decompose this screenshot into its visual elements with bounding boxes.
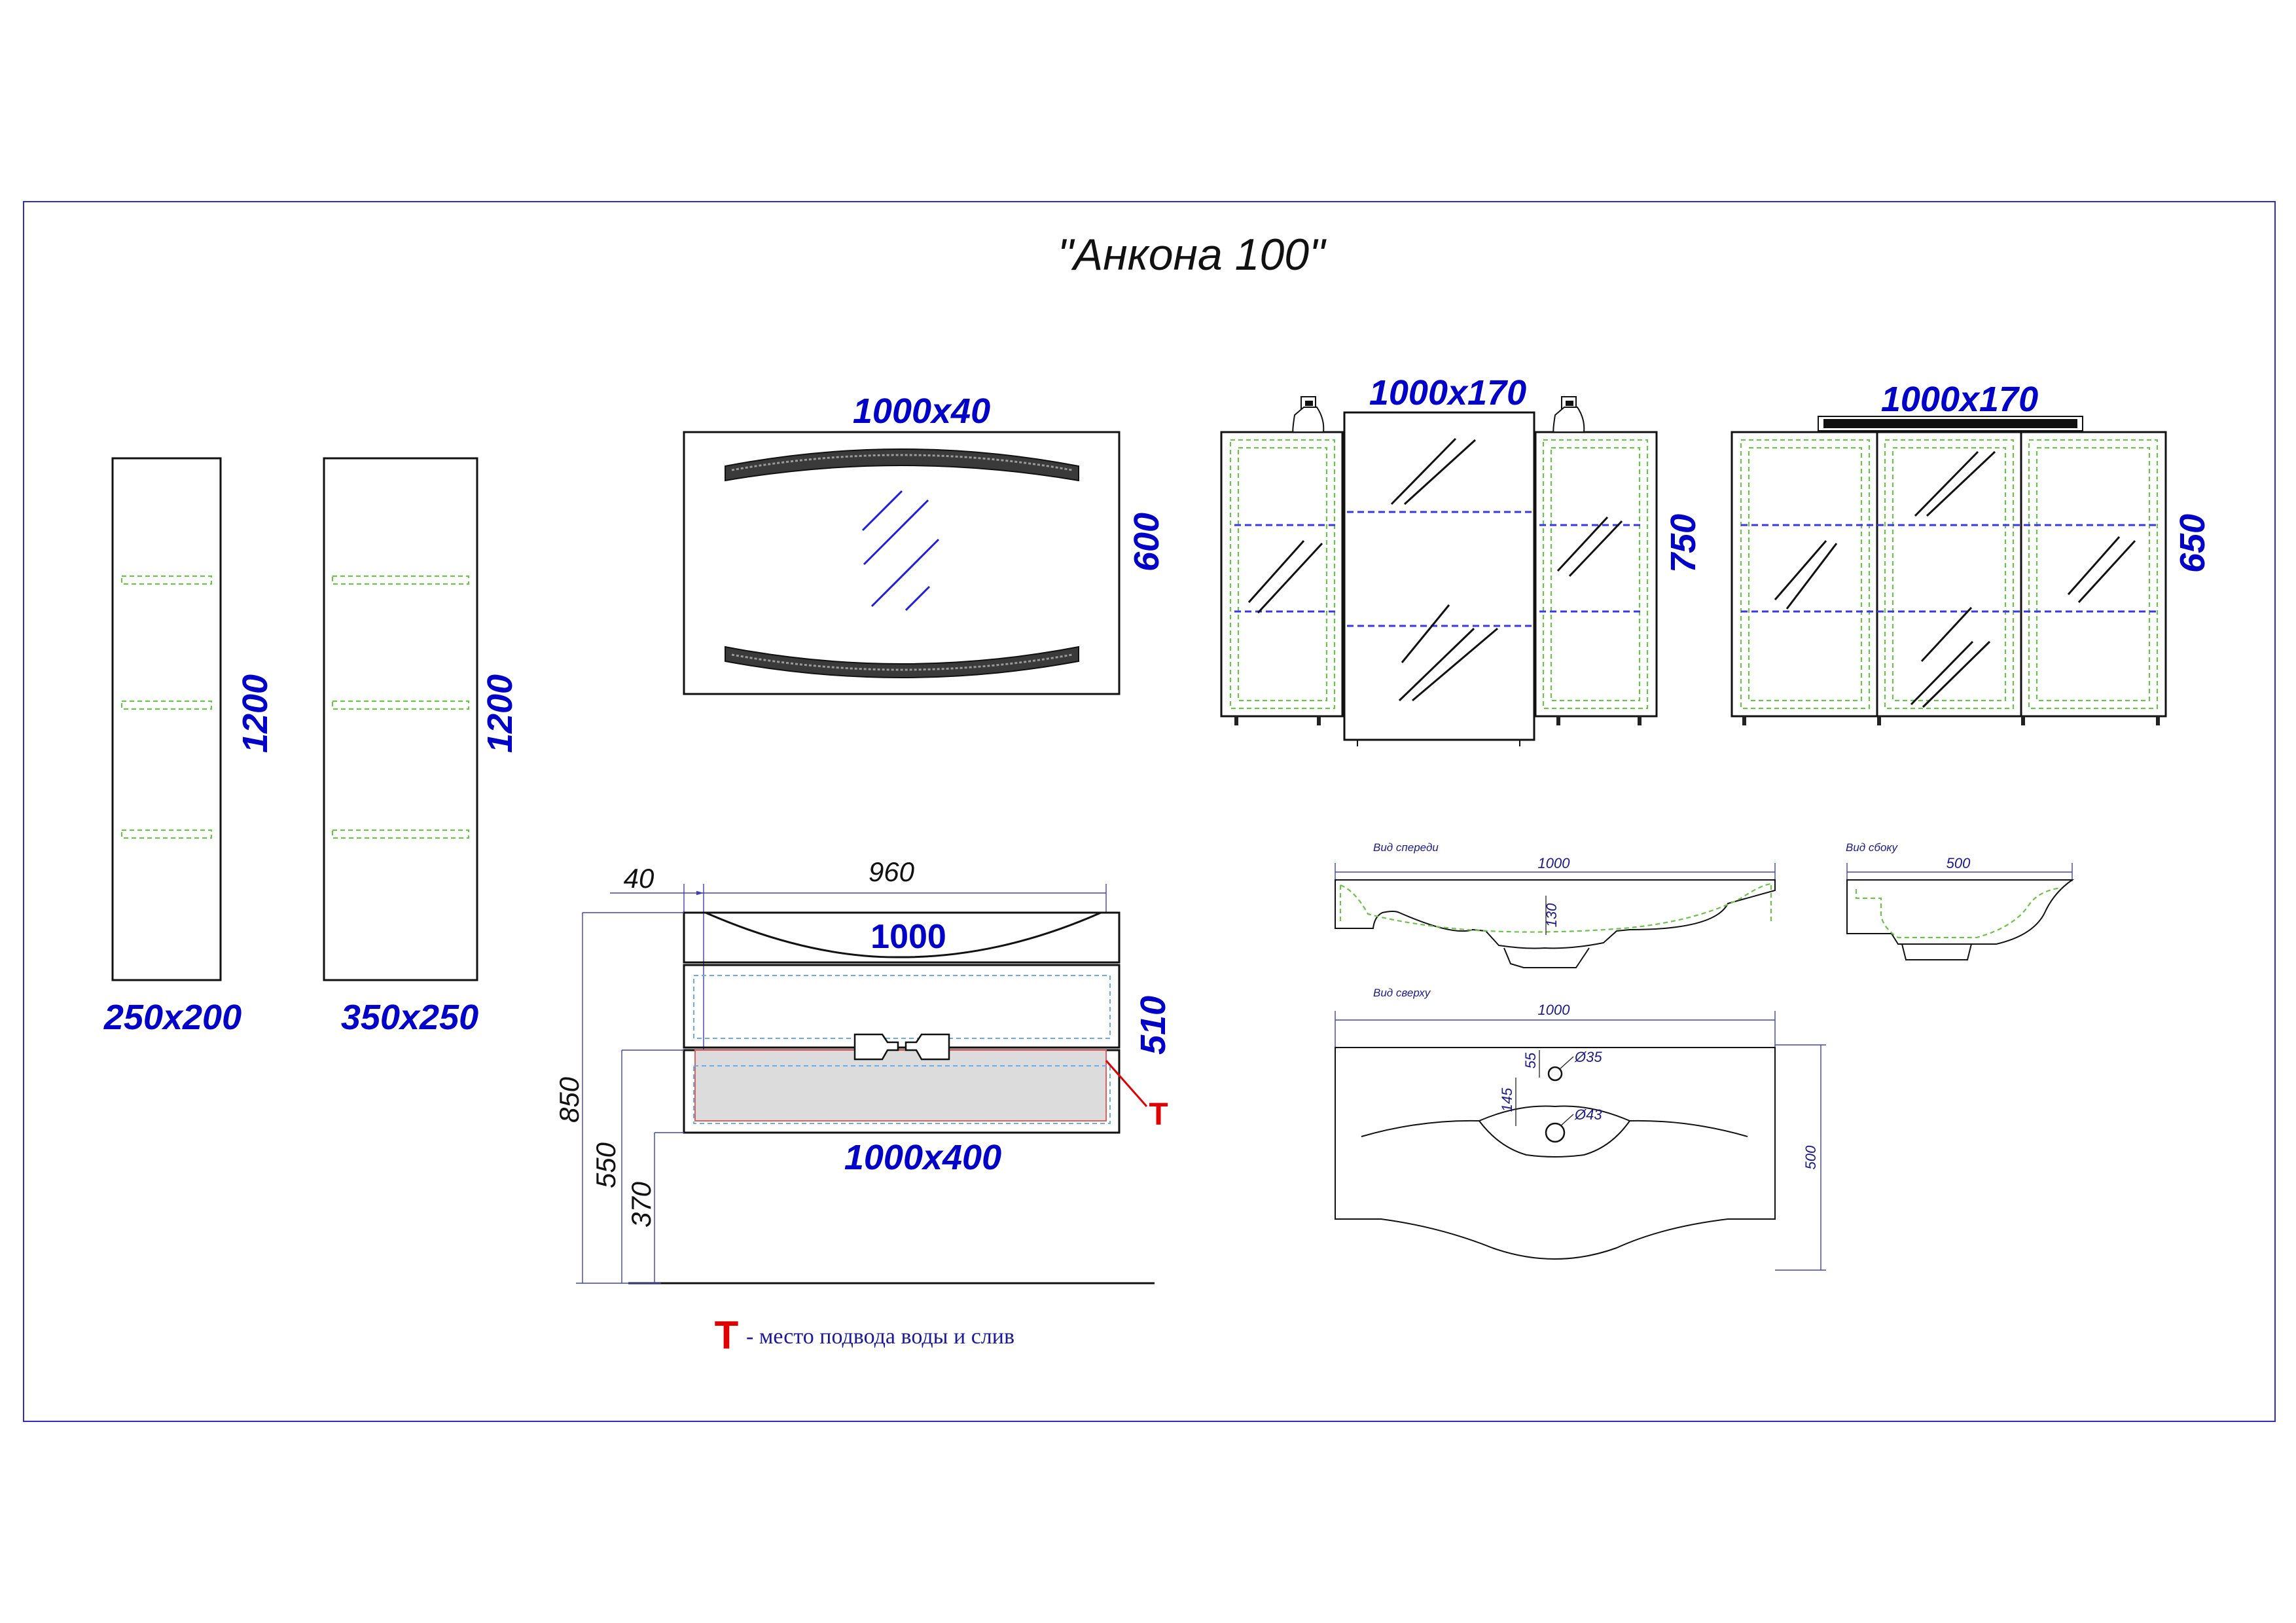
pencil-case-2: 350x250 1200	[323, 457, 520, 1037]
vanity-t-marker: T	[1149, 1097, 1168, 1132]
pencil-case-1-size: 250x200	[103, 998, 242, 1037]
mirror-size: 1000x40	[853, 392, 990, 431]
basin-side-label: Вид сбоку	[1846, 841, 1898, 854]
pencil-case-2-height: 1200	[480, 674, 520, 753]
cabinet-lamps-height: 750	[1664, 514, 1703, 573]
mirror: 1000x40 600	[683, 392, 1166, 695]
basin-side-width: 500	[1946, 855, 1971, 871]
vanity-unit: 40 960 1000 T 510 1000x400 850 550 370	[554, 856, 1173, 1285]
page-title: "Анкона 100"	[1058, 230, 1327, 280]
vanity-height-510: 510	[1134, 996, 1173, 1055]
legend-marker: T	[715, 1313, 739, 1357]
vanity-height-550: 550	[590, 1142, 621, 1188]
basin-front-label: Вид спереди	[1373, 841, 1439, 854]
vanity-offset-40: 40	[624, 863, 655, 894]
vanity-size: 1000x400	[844, 1138, 1001, 1177]
vanity-sink-width: 1000	[870, 918, 946, 956]
basin-top-hole2: Ø43	[1574, 1106, 1602, 1123]
cabinet-with-lamps: 1000x170 750	[1220, 373, 1703, 746]
basin-top-d55: 55	[1522, 1052, 1539, 1068]
legend-text: - место подвода воды и слив	[746, 1324, 1014, 1349]
vanity-inner-width: 960	[869, 856, 915, 887]
mirror-height: 600	[1127, 513, 1166, 572]
basin-front-depth: 130	[1543, 903, 1560, 927]
pencil-case-2-size: 350x250	[341, 998, 478, 1037]
basin-top-d145: 145	[1499, 1087, 1515, 1112]
vanity-height-850: 850	[554, 1076, 584, 1123]
basin-side-view: Вид сбоку 500	[1846, 841, 2075, 960]
lamp-left-icon	[1292, 396, 1325, 433]
basin-top-view: Вид сверху 1000 55 145 Ø35 Ø43 500	[1335, 987, 1826, 1271]
basin-top-width: 1000	[1538, 1002, 1571, 1018]
pencil-case-1-height: 1200	[236, 674, 275, 753]
pencil-case-1: 250x200 1200	[103, 457, 275, 1037]
cabinet-three-door: 1000x170 650	[1731, 380, 2212, 725]
cabinet-three-height: 650	[2173, 514, 2212, 573]
lamp-right-icon	[1552, 396, 1585, 433]
sheet-frame	[23, 201, 2276, 1422]
basin-top-label: Вид сверху	[1373, 987, 1431, 999]
legend: T - место подвода воды и слив	[715, 1313, 1014, 1357]
basin-front-view: Вид спереди 1000 130	[1335, 841, 1776, 968]
cabinet-lamps-size: 1000x170	[1369, 373, 1526, 412]
basin-top-hole1: Ø35	[1574, 1049, 1602, 1065]
vanity-height-370: 370	[626, 1181, 656, 1228]
cabinet-three-size: 1000x170	[1881, 380, 2038, 419]
basin-top-depth: 500	[1803, 1145, 1819, 1169]
basin-front-width: 1000	[1538, 855, 1571, 871]
